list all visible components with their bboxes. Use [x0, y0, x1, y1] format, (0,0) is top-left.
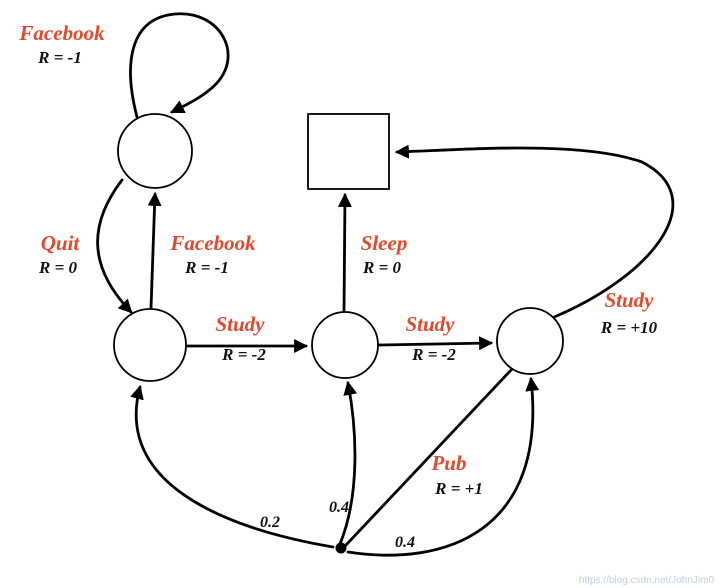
label-sleep-action: Sleep — [361, 231, 408, 255]
label-study-mid-reward: R = -2 — [411, 345, 456, 364]
state-class1-node — [113, 308, 187, 382]
label-quit-reward: R = 0 — [38, 258, 78, 277]
edge-facebook-return — [147, 191, 162, 310]
label-prob-right: 0.4 — [395, 534, 415, 551]
edge-chance-to-right — [346, 376, 540, 557]
edge-facebook-self-loop — [129, 12, 230, 119]
label-sleep-reward: R = 0 — [362, 258, 402, 277]
edge-study-final — [394, 144, 675, 320]
label-study-left-reward: R = -2 — [221, 345, 266, 364]
chance-node-dot — [335, 542, 347, 554]
watermark-text: https://blog.csdn.net/JohnJim0 — [579, 575, 715, 586]
label-quit-action: Quit — [41, 231, 81, 255]
edge-quit — [96, 178, 133, 314]
edge-chance-to-mid — [338, 380, 358, 546]
edge-study-mid — [377, 336, 494, 351]
state-facebook-node — [117, 113, 193, 189]
label-facebook-mid-reward: R = -1 — [184, 258, 229, 277]
state-terminal-node — [307, 113, 390, 190]
edge-pub — [344, 367, 514, 547]
edge-chance-to-left — [130, 384, 335, 549]
label-facebook-top-reward: R = -1 — [37, 48, 82, 67]
label-pub-action: Pub — [430, 451, 466, 475]
edge-sleep — [337, 192, 352, 313]
label-study-final-action: Study — [604, 288, 654, 312]
state-class2-node — [311, 311, 379, 379]
state-class3-node — [496, 307, 564, 375]
label-facebook-mid-action: Facebook — [169, 231, 256, 255]
label-study-final-reward: R = +10 — [600, 318, 658, 337]
label-prob-mid: 0.4 — [329, 499, 349, 516]
label-prob-left: 0.2 — [260, 514, 280, 531]
label-facebook-top-action: Facebook — [18, 21, 105, 45]
label-study-left-action: Study — [215, 312, 265, 336]
label-study-mid-action: Study — [405, 312, 455, 336]
label-pub-reward: R = +1 — [434, 479, 483, 498]
